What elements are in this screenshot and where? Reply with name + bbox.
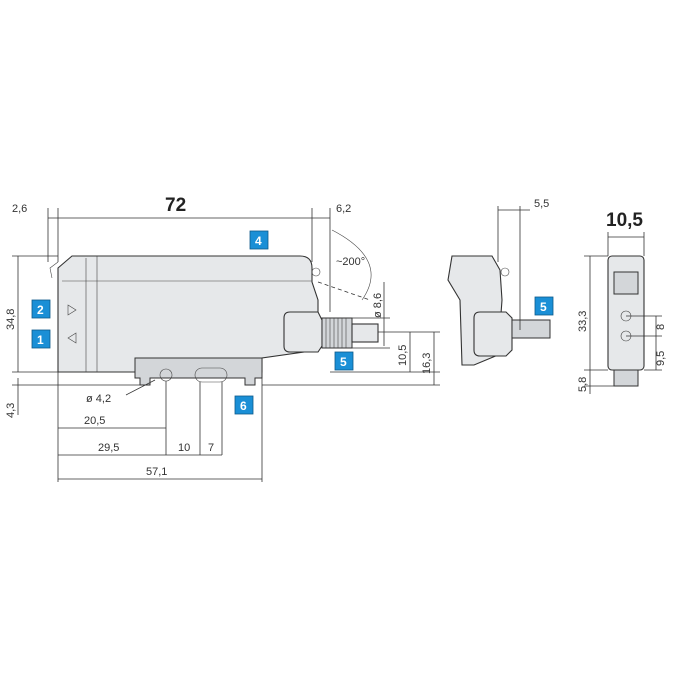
callout-2: 2 (31, 299, 51, 319)
connector-cable (351, 323, 379, 343)
rotation-label: ~200° (336, 256, 365, 268)
svg-text:5: 5 (340, 355, 347, 369)
hole-leader (125, 379, 156, 396)
rotation-arc (331, 229, 372, 301)
dim-2-6: 2,6 (12, 203, 27, 215)
dim-7: 7 (208, 442, 214, 454)
housing-body (57, 255, 319, 373)
end-base (613, 369, 639, 387)
rear-cable (511, 319, 551, 339)
dim-10: 10 (178, 442, 190, 454)
dim-33-3: 33,3 (577, 311, 589, 332)
rear-hinge (500, 267, 510, 277)
svg-text:4: 4 (255, 234, 262, 248)
dim-4-3: 4,3 (5, 403, 17, 418)
dim-width-10-5: 10,5 (606, 210, 643, 231)
dim-10-5: 10,5 (397, 345, 409, 366)
callout-6: 6 (234, 395, 254, 415)
dim-6-2: 6,2 (336, 203, 351, 215)
front-latch (49, 261, 59, 279)
connector-housing (283, 311, 323, 353)
dim-34-8: 34,8 (5, 309, 17, 330)
dim-hole: ø 4,2 (86, 393, 111, 405)
cover-hinge (311, 267, 321, 277)
dim-5-8: 5,8 (577, 377, 589, 392)
rotation-axis (317, 281, 371, 301)
dim-9-5: 9,5 (655, 351, 667, 366)
arrow-left-icon (67, 332, 77, 344)
dim-16-3: 16,3 (421, 353, 433, 374)
end-latch (613, 271, 639, 295)
callouts: 1 2 4 5 5 6 (31, 230, 554, 415)
arrow-right-icon (67, 304, 77, 316)
dim-8: 8 (655, 324, 667, 330)
dim-72: 72 (165, 195, 186, 216)
callout-5-rear: 5 (534, 296, 554, 316)
dim-20-5: 20,5 (84, 415, 105, 427)
side-view: ~200° (49, 229, 379, 386)
callout-1: 1 (31, 329, 51, 349)
rear-view: 5,5 (447, 198, 551, 366)
svg-text:1: 1 (37, 333, 44, 347)
callout-4: 4 (249, 230, 269, 250)
dim-8-6: ø 8,6 (372, 293, 384, 318)
side-view-dimensions: 72 2,6 6,2 34,8 4,3 ø 8,6 10,5 16,3 ø 4,… (5, 195, 440, 482)
callout-5-side: 5 (334, 351, 354, 371)
end-view: 10,5 33,3 8 9,5 5,8 (577, 210, 667, 394)
slot-hole (194, 367, 228, 383)
connector-nut (321, 317, 353, 349)
svg-text:6: 6 (240, 399, 247, 413)
rear-connector (473, 311, 513, 357)
dim-57-1: 57,1 (146, 466, 167, 478)
svg-text:5: 5 (540, 300, 547, 314)
connector-thread (325, 318, 347, 348)
dim-5-5: 5,5 (534, 198, 549, 210)
svg-text:2: 2 (37, 303, 44, 317)
dim-29-5: 29,5 (98, 442, 119, 454)
